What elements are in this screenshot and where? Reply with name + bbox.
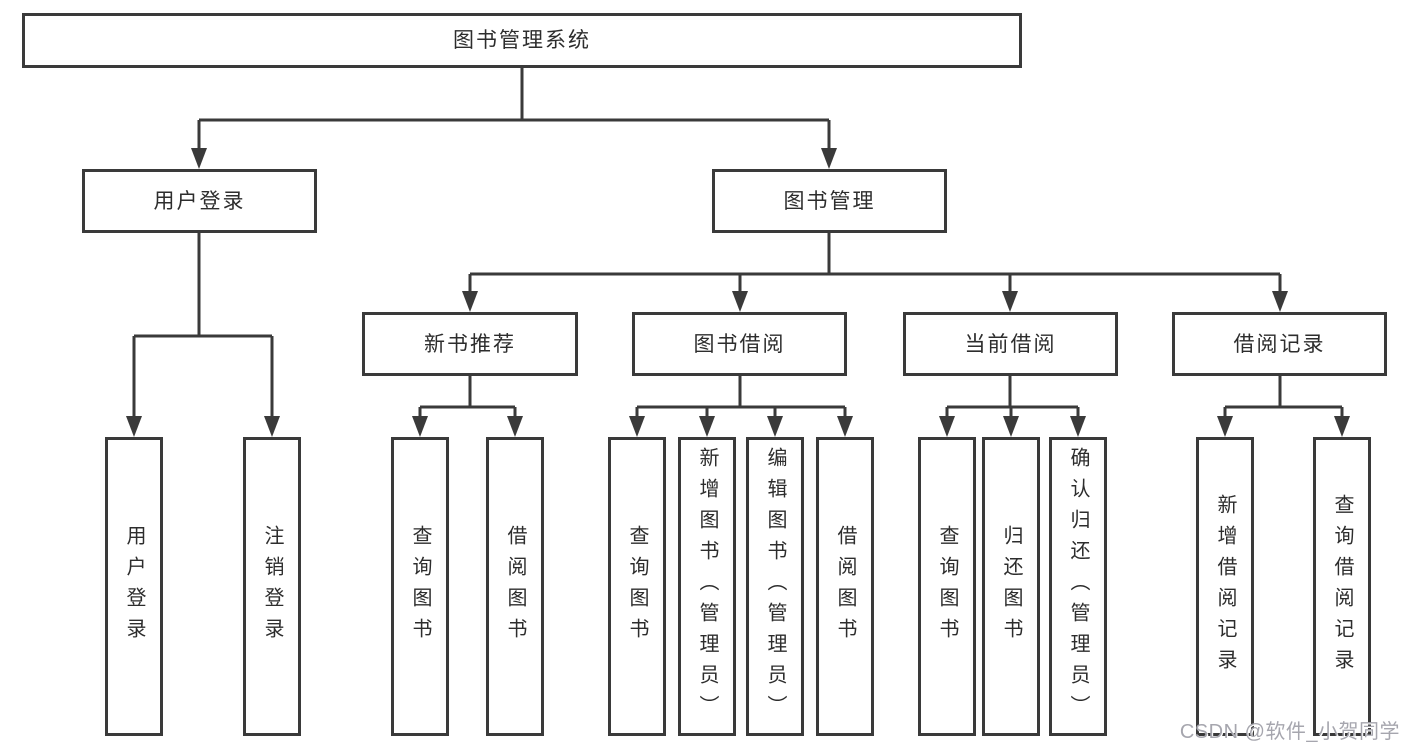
leaf-query-borrow-record: 查询借阅记录 [1313, 437, 1371, 736]
node-current-borrow: 当前借阅 [903, 312, 1118, 376]
node-book-borrow: 图书借阅 [632, 312, 847, 376]
leaf-confirm-return-admin: 确认归还（管理员） [1049, 437, 1107, 736]
node-root-library-management-system: 图书管理系统 [22, 13, 1022, 68]
leaf-recommend-borrow-books: 借阅图书 [486, 437, 544, 736]
csdn-watermark: CSDN @软件_小贺同学 [1179, 721, 1400, 743]
leaf-recommend-query-books: 查询图书 [391, 437, 449, 736]
leaf-add-borrow-record: 新增借阅记录 [1196, 437, 1254, 736]
node-new-book-recommend: 新书推荐 [362, 312, 578, 376]
leaf-edit-books-admin: 编辑图书（管理员） [746, 437, 804, 736]
leaf-add-books-admin: 新增图书（管理员） [678, 437, 736, 736]
leaf-return-books: 归还图书 [982, 437, 1040, 736]
leaf-borrow-books: 借阅图书 [816, 437, 874, 736]
leaf-current-query-books: 查询图书 [918, 437, 976, 736]
node-user-login: 用户登录 [82, 169, 317, 233]
node-borrow-records: 借阅记录 [1172, 312, 1387, 376]
leaf-borrow-query-books: 查询图书 [608, 437, 666, 736]
leaf-logout: 注销登录 [243, 437, 301, 736]
node-book-management: 图书管理 [712, 169, 947, 233]
leaf-user-login: 用户登录 [105, 437, 163, 736]
